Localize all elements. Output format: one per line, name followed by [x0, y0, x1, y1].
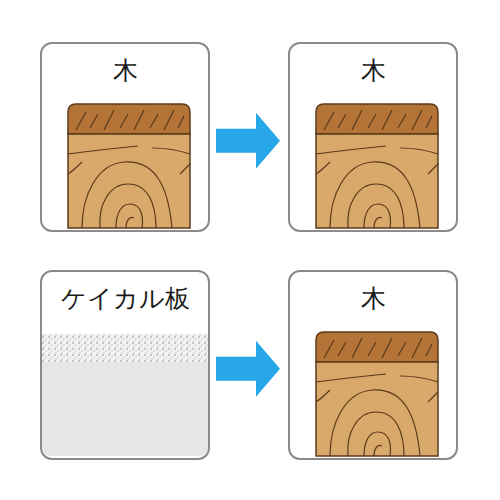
flow-arrow: [216, 341, 280, 397]
flow-arrow: [216, 113, 280, 169]
calcium-board: [42, 362, 208, 456]
panel-box: 木: [288, 42, 458, 232]
calcium-board-edge: [42, 334, 208, 362]
panel-heading: 木: [42, 56, 208, 86]
wood-block: [316, 332, 438, 456]
wood-block: [68, 104, 190, 228]
wood-block: [316, 104, 438, 228]
panel-box: 木: [40, 42, 210, 232]
panel-heading: 木: [290, 284, 456, 314]
panel-box: ケイカル板: [40, 270, 210, 460]
panel-heading: 木: [290, 56, 456, 86]
panel-heading: ケイカル板: [42, 284, 208, 314]
panel-box: 木: [288, 270, 458, 460]
